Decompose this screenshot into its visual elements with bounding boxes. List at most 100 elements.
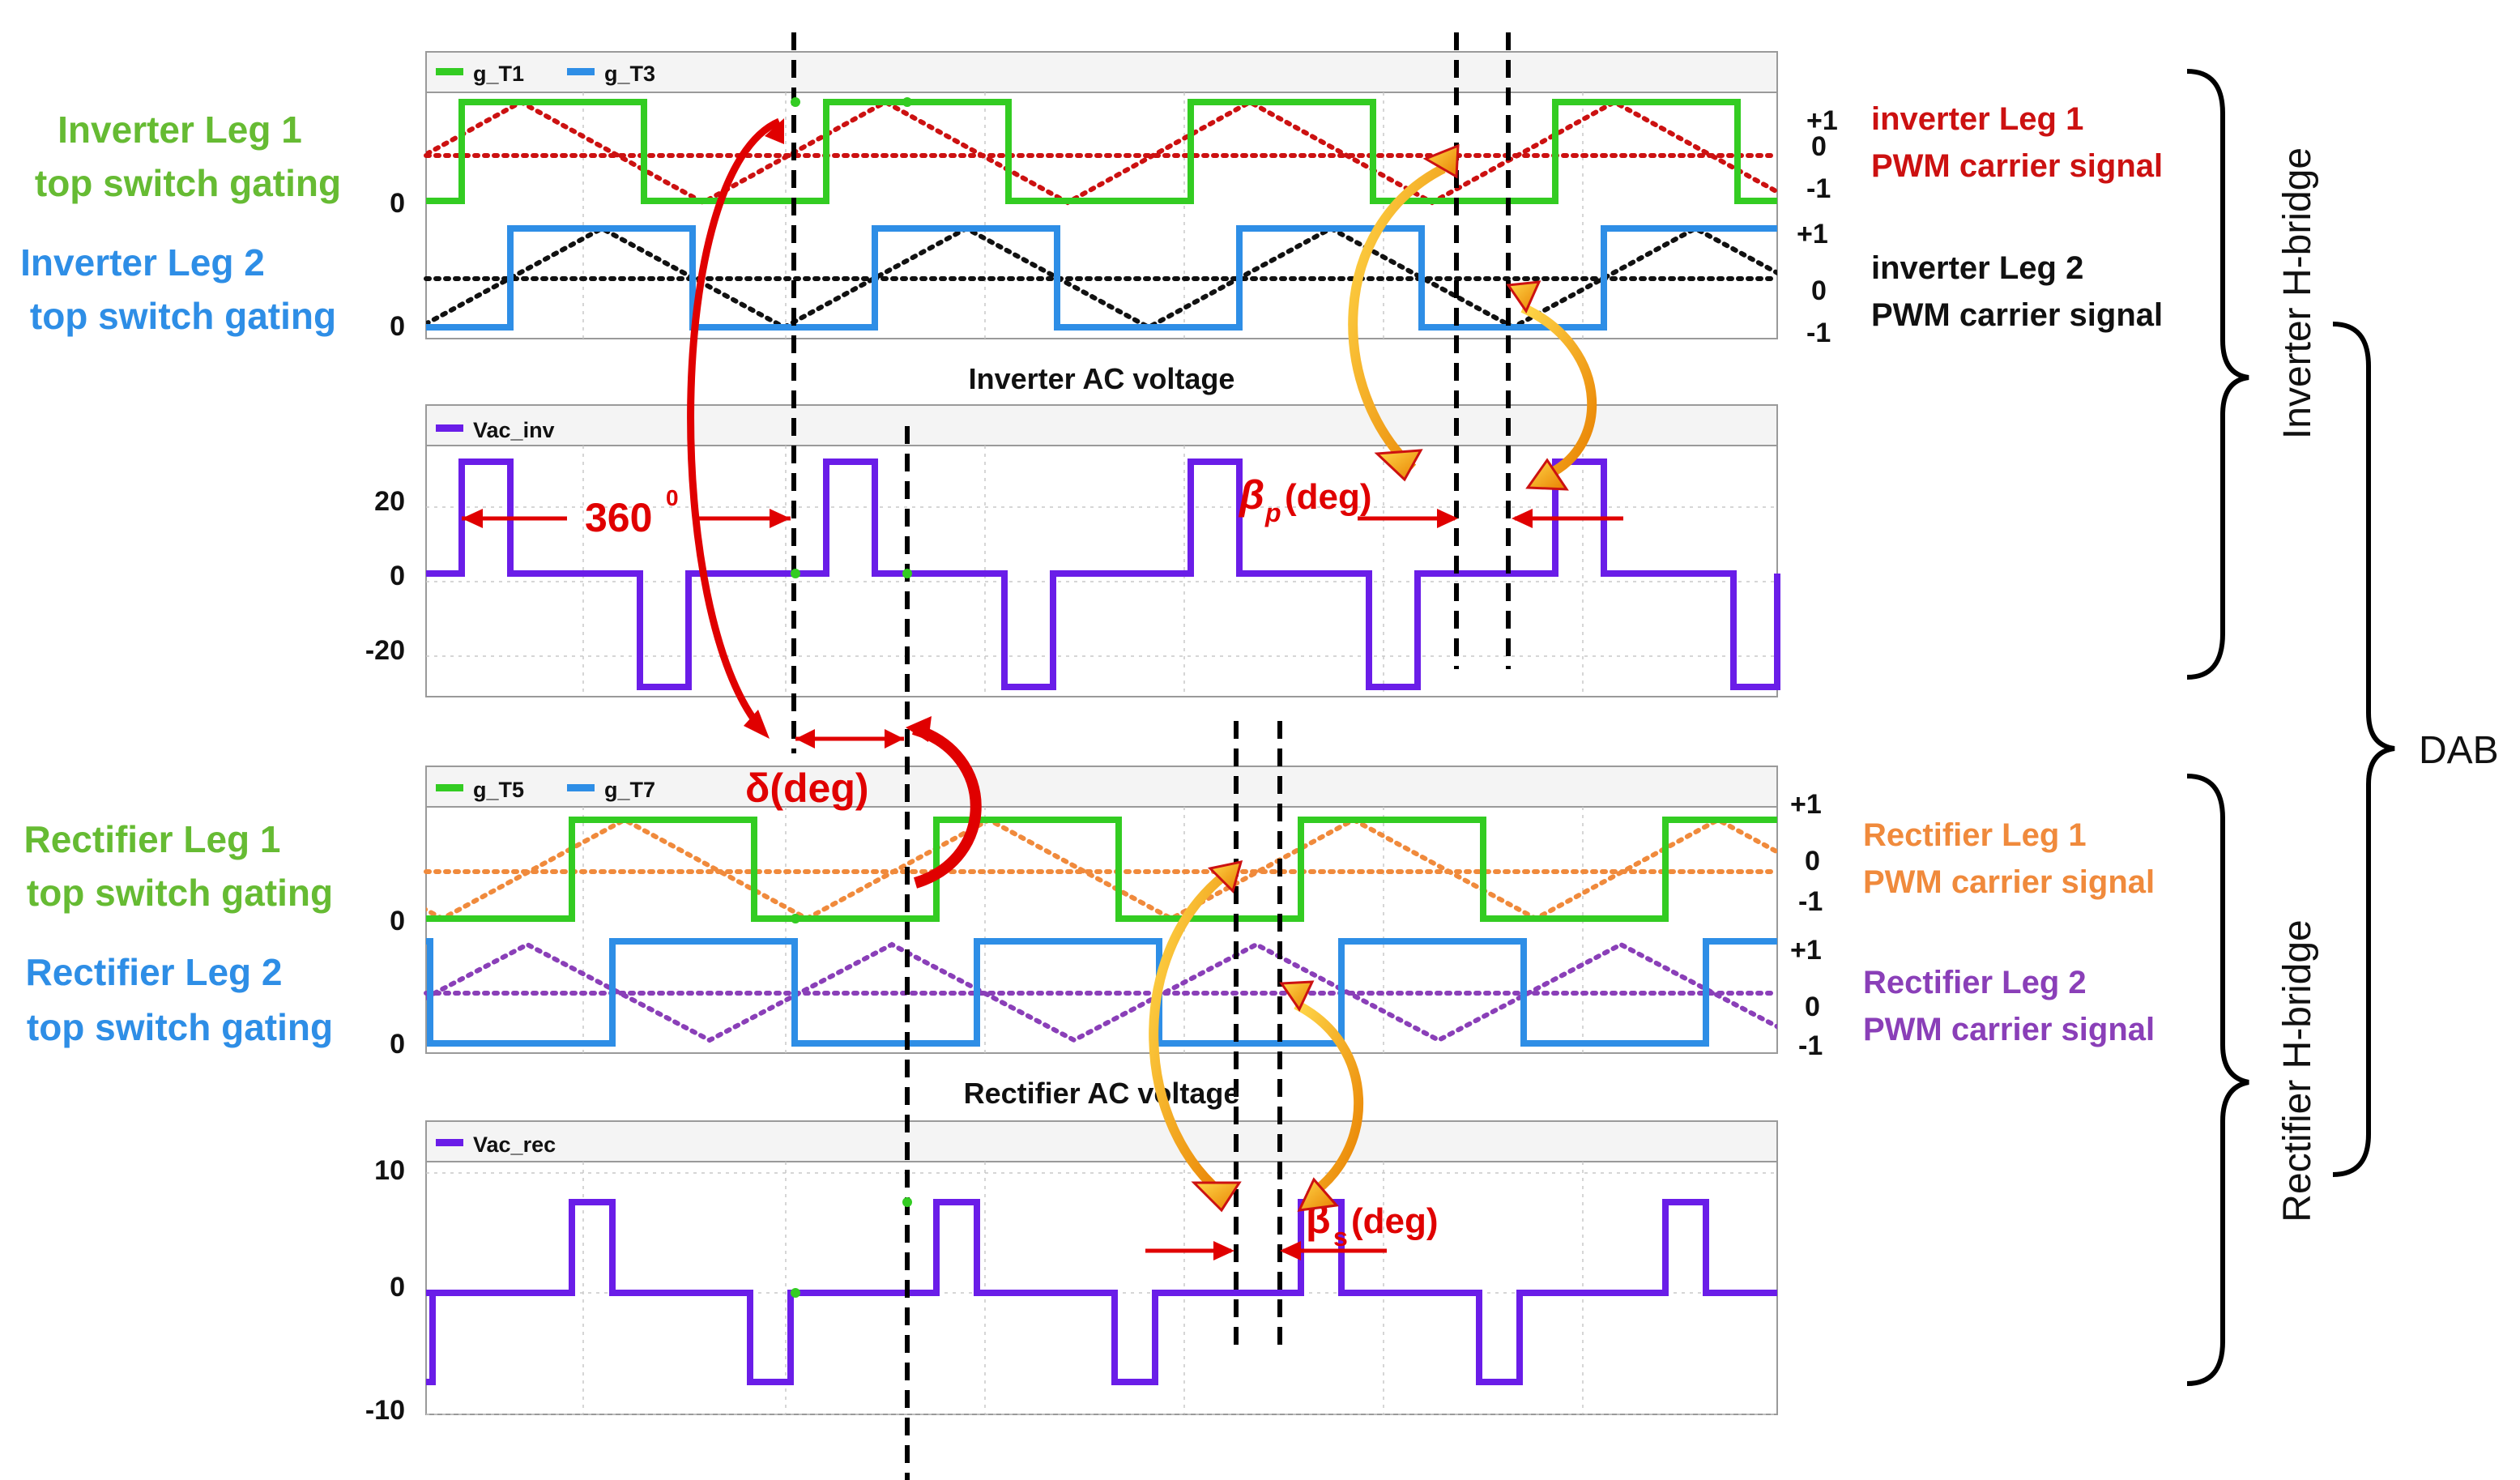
cursor-dot [791,97,800,107]
orange-arrow-inv-2-head [1525,458,1569,491]
legend-swatch-g-t1 [436,68,463,75]
orange-arrow-rec-1-head [1191,1181,1242,1213]
orange-arrow-rec-2 [1294,1000,1364,1200]
legend-g-t1: g_T1 [473,62,524,86]
bracket-inverter-label: Inverter H-bridge [2276,147,2319,439]
cursor-dot [791,1288,800,1298]
label-line: top switch gating [30,295,336,337]
orange-arrow-inv-1-tail [1422,143,1460,179]
carrier-ticks-rec-leg1: +1 0 -1 [1790,789,1823,917]
label-rec-leg2: Rectifier Leg 2 top switch gating [26,951,334,1048]
tick-label: +1 [1797,219,1828,250]
orange-arrow-rec-1 [1149,872,1230,1201]
beta-s-subscript: s [1333,1222,1348,1252]
orange-arrow-inv-2 [1520,303,1597,483]
legend-swatch-g-t3 [567,68,595,75]
carrier-label-rec-leg1: Rectifier Leg 1 PWM carrier signal [1863,817,2155,900]
carrier-label-rec-leg2: Rectifier Leg 2 PWM carrier signal [1863,965,2155,1047]
delta-annotation: δ(deg) [687,117,982,889]
carrier-ticks-inv-leg2: +1 0 -1 [1797,219,1831,348]
tick-label: -1 [1798,886,1823,917]
tick-label: 0 [1805,992,1820,1022]
cursor-dot [791,914,800,923]
tick-label: -1 [1806,318,1831,348]
label-line: PWM carrier signal [1863,864,2155,900]
beta-p-arrow-right-head [1512,509,1533,528]
legend-bar [425,1120,1778,1162]
label-line: top switch gating [27,1006,333,1048]
curved-arrow-inv [687,117,781,731]
delta-arrow-head-right [885,729,904,749]
cursor-dot [791,569,800,578]
label-inv-leg1: Inverter Leg 1 top switch gating [35,109,341,204]
trace-vac-inv [426,459,1780,690]
tick-label: 0 [1811,275,1827,306]
cursor-dot [902,569,912,578]
label-line: Inverter Leg 2 [20,241,265,284]
bracket-inverter: Inverter H-bridge [2186,69,2319,680]
label-line: inverter Leg 1 [1871,101,2083,137]
legend-bar [425,766,1778,808]
legend-vac-rec: Vac_rec [473,1132,556,1157]
beta-p-arrow-left-head [1437,509,1458,528]
beta-s-unit: (deg) [1351,1201,1439,1241]
label-inv-leg2: Inverter Leg 2 top switch gating [20,241,336,337]
legend-g-t5: g_T5 [473,778,524,802]
tick-gate-zero-4: 0 [390,1029,405,1060]
trace-g-t5 [426,817,1777,922]
period-arrow-left-head [462,509,483,528]
tick-label: -1 [1806,173,1831,204]
panel-rectifier-ac [425,1120,1778,1415]
label-line: Rectifier Leg 1 [1863,817,2087,853]
cursor-dot [902,1197,912,1207]
orange-arrow-inv-1-head [1374,449,1423,482]
rectifier-ac-title: Rectifier AC voltage [964,1077,1240,1110]
beta-s-arrow-left-head [1213,1241,1234,1260]
label-line: PWM carrier signal [1863,1012,2155,1047]
legend-swatch-g-t7 [567,784,595,791]
period-label-sup: 0 [666,485,679,510]
label-line: Rectifier Leg 1 [24,818,281,860]
label-line: Rectifier Leg 2 [1863,965,2087,1000]
beta-p-symbol: β [1238,472,1264,518]
legend-bar [425,51,1778,93]
carrier-label-inv-leg1: inverter Leg 1 PWM carrier signal [1871,101,2163,184]
tick-rec-neg10: -10 [365,1395,405,1426]
tick-gate-zero-3: 0 [390,906,405,936]
curved-arrow-inv-tail [765,118,784,144]
period-label: 360 [585,495,652,540]
tick-gate-zero-1: 0 [390,188,405,219]
delta-label: δ(deg) [745,766,869,811]
tick-label: +1 [1790,935,1822,966]
orange-arrows [1149,143,1597,1213]
delta-arrow-head-left [795,729,815,749]
beta-p-annotation: β p (deg) [1238,472,1623,528]
tick-label: 0 [1811,131,1827,162]
label-line: Inverter Leg 1 [58,109,302,151]
trace-vac-rec-start [426,1293,436,1385]
tick-label: -1 [1798,1030,1823,1061]
tick-rec-0: 0 [390,1272,405,1303]
label-line: PWM carrier signal [1871,148,2163,184]
carrier-ticks-inv-leg1: +1 0 -1 [1806,105,1838,204]
trace-g-t1 [426,99,1777,204]
label-rec-leg1: Rectifier Leg 1 top switch gating [24,818,334,914]
carrier-ticks-rec-leg2: +1 0 -1 [1790,935,1823,1061]
legend-rec-gate: g_T5 g_T7 [436,778,655,802]
legend-inv-ac: Vac_inv [436,418,555,442]
curved-arrow-rec-head [906,716,932,742]
carrier-label-inv-leg2: inverter Leg 2 PWM carrier signal [1871,250,2163,333]
label-line: inverter Leg 2 [1871,250,2083,286]
tick-inv-20: 20 [374,486,405,517]
label-line: top switch gating [35,162,341,204]
bracket-dab: DAB [2332,322,2499,1177]
beta-p-subscript: p [1264,498,1281,527]
legend-vac-inv: Vac_inv [473,418,555,442]
cursor-dot [902,97,912,107]
orange-arrow-rec-2-tail [1279,980,1315,1013]
trace-g-t7 [426,938,1777,1047]
legend-swatch-vac-inv [436,424,463,432]
tick-label: 0 [1805,846,1820,876]
legend-swatch-g-t5 [436,784,463,791]
